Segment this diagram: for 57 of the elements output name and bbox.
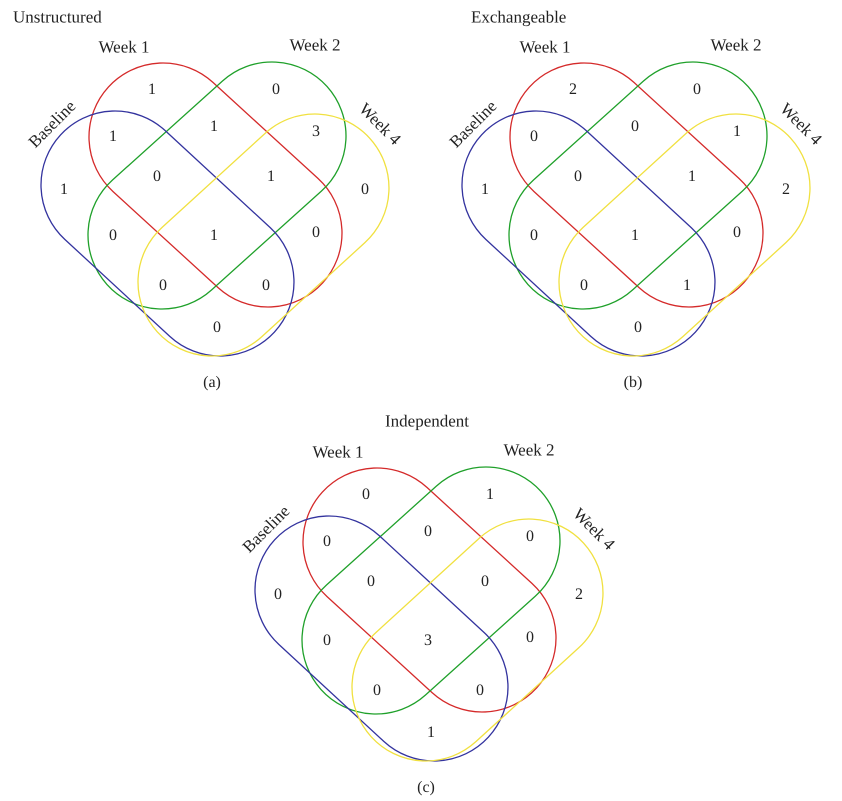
region-count: 0	[312, 225, 320, 241]
region-count: 3	[312, 124, 320, 140]
region-count: 0	[530, 129, 538, 145]
region-count: 0	[159, 278, 167, 294]
region-count: 2	[569, 82, 577, 98]
region-count: 0	[109, 228, 117, 244]
set-label: Week 1	[312, 444, 364, 460]
region-count: 0	[323, 534, 331, 550]
region-count: 0	[274, 587, 282, 603]
region-count: 0	[530, 228, 538, 244]
set-label: Week 2	[503, 442, 555, 458]
region-count: 1	[733, 124, 741, 140]
region-count: 0	[476, 683, 484, 699]
set-label: Week 2	[289, 36, 341, 54]
region-count: 1	[210, 119, 218, 135]
region-count: 0	[631, 119, 639, 135]
panel-caption: (c)	[417, 780, 435, 796]
region-count: 0	[580, 278, 588, 294]
set-label: Week 1	[98, 38, 150, 56]
region-count: 0	[574, 169, 582, 185]
region-count: 1	[486, 487, 494, 503]
panel-caption: (b)	[624, 375, 642, 391]
region-count: 2	[575, 587, 583, 603]
region-count: 0	[361, 182, 369, 198]
region-count: 1	[267, 169, 275, 185]
region-count: 0	[367, 574, 375, 590]
panel-title: Exchangeable	[471, 8, 566, 26]
region-count: 0	[634, 320, 642, 336]
panel-title: Independent	[384, 412, 470, 430]
region-count: 0	[362, 487, 370, 503]
region-count: 1	[688, 169, 696, 185]
region-count: 1	[60, 182, 68, 198]
region-count: 0	[481, 574, 489, 590]
set-label: Week 2	[710, 36, 762, 54]
region-count: 1	[683, 278, 691, 294]
region-count: 0	[153, 169, 161, 185]
region-count: 0	[272, 82, 280, 98]
panel-caption: (a)	[203, 375, 221, 391]
region-count: 1	[631, 228, 639, 244]
region-count: 0	[213, 320, 221, 336]
region-count: 0	[323, 633, 331, 649]
region-count: 0	[693, 82, 701, 98]
region-count: 0	[526, 529, 534, 545]
region-count: 1	[210, 228, 218, 244]
region-count: 0	[373, 683, 381, 699]
region-count: 0	[262, 278, 270, 294]
region-count: 1	[148, 82, 156, 98]
region-count: 0	[424, 524, 432, 540]
set-label: Week 1	[519, 38, 571, 56]
region-count: 1	[481, 182, 489, 198]
region-count: 0	[733, 225, 741, 241]
panel-title: Unstructured	[13, 8, 102, 26]
region-count: 0	[526, 630, 534, 646]
region-count: 2	[782, 182, 790, 198]
region-count: 1	[109, 129, 117, 145]
region-count: 1	[427, 725, 435, 741]
region-count: 3	[424, 633, 432, 649]
